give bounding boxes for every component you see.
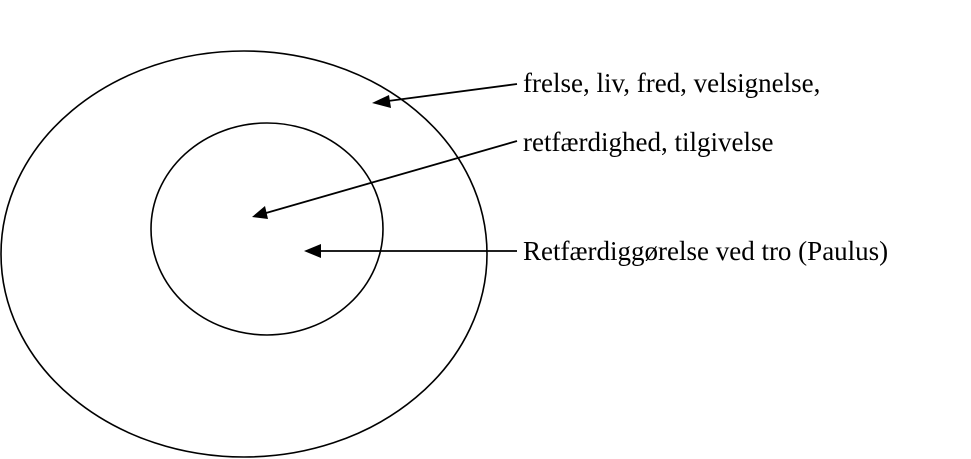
outer-circle: [0, 50, 488, 458]
inner-circle: [150, 122, 384, 336]
label-inner: Retfærdiggørelse ved tro (Paulus): [523, 236, 888, 266]
arrow-to-inner-circle: [304, 244, 517, 258]
arrow-to-outer-ring: [372, 83, 518, 108]
label-outer: frelse, liv, fred, velsignelse,: [523, 68, 820, 98]
label-outer-continuation: retfærdighed, tilgivelse: [523, 127, 773, 157]
arrow-to-center: [252, 140, 518, 219]
